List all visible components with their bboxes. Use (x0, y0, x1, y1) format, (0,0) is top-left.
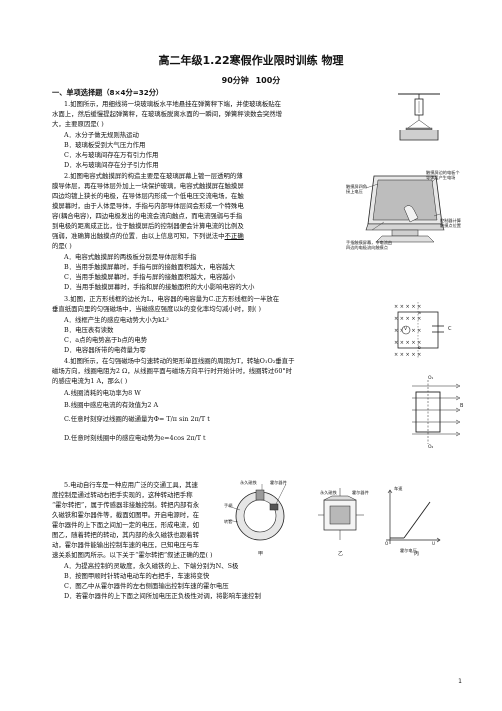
q3-point-b-label: b (418, 346, 421, 351)
svg-text:× × × × ×: × × × × × (394, 340, 421, 346)
exam-time: 90分钟 (221, 76, 249, 85)
q4-field-b-label: B (460, 403, 464, 409)
q3-capacitor-label: C (448, 326, 452, 332)
q5-label-jia: 甲 (258, 551, 264, 557)
q5-option-a: A．为提高控制的灵敏度，永久磁铁的上、下端分别为N、S极 (64, 562, 239, 570)
q5-option-d: D．若霍尔器件的上下面之间所加电压正负极性对调，将影响车速控制 (64, 592, 261, 600)
q2-label-screen: 触摸屏四角接上电压 (346, 184, 367, 194)
q1-option-a: A．水分子做无规则热运动 (64, 131, 139, 139)
q2-line-7: 强弱，准确算出触摸点的位置．由以上信息可知，下列说法中不正确 (52, 231, 244, 241)
q1-option-d: D．水与玻璃间存在分子引力作用 (64, 161, 159, 169)
q5-label-hall-yi: 霍尔器件 (352, 490, 369, 495)
q2-label-controller: 控制器计算触摸点位置 (440, 218, 461, 228)
q2-line-3: 四边均镀上狭长的电极，在导体层内形成一个低电压交流电场，在触 (52, 192, 244, 200)
svg-text:× × × × ×: × × × × × (394, 304, 421, 310)
q5-label-hall-voltage: 霍尔电压 (400, 548, 417, 553)
q5-option-c: C．图乙中从霍尔器件的左右侧面输出控制车速的霍尔电压 (64, 582, 229, 590)
q5-label-origin: O (385, 541, 389, 546)
q5-label-yi: 乙 (338, 551, 344, 557)
q4-axis-o1-label: O₁ (428, 376, 434, 381)
q3-option-d: D．电容器所带的电荷量为零 (64, 346, 146, 354)
q4-option-d: D.任意时刻线圈中的感应电动势为e=4cos 2π/T t (64, 434, 206, 442)
q3-option-a: A．线框产生的感应电动势大小为kL² (64, 316, 169, 324)
q5-label-magnet: 永久磁铁 (240, 480, 257, 485)
q2-option-b: B．当用手触摸屏幕时，手指与屏的接触面积越大，电容越大 (64, 263, 235, 271)
q5-label-bing: 丙 (414, 551, 420, 557)
q4-option-b: B.线圈中感应电流的有效值为2 A (64, 401, 159, 409)
q4-line-3: 的感应电流为1 A，那么( ) (52, 377, 128, 385)
q1-line-1: 1.如图所示，用细线将一块玻璃板水平地悬挂在弹簧秤下端，并使玻璃板贴在 (64, 100, 281, 108)
q2-line-7-text: 强弱，准确算出触摸点的位置．由以上信息可知，下列说法中 (52, 232, 225, 240)
q2-line-4: 摸屏幕时，由于人体是导体，手指与内部导体层间会形成一个特殊电 (52, 202, 244, 210)
svg-text:× × × × ×: × × × × × (394, 352, 421, 358)
section-heading: 一、单项选择题（8×4分=32分） (52, 88, 164, 97)
q1-option-b: B．玻璃板受到大气压力作用 (64, 141, 146, 149)
q1-line-2: 水面上，然后缓慢提起弹簧秤，在玻璃板脱离水面的一瞬间，弹簧秤读数会突然增 (52, 110, 283, 118)
q5-label-handle: 手柄 (224, 503, 233, 508)
q3-figure: × × × × × × × × × × × × × × × × × × × × … (392, 300, 462, 358)
q5-label-speed: 车速 (394, 486, 403, 491)
q3-line-1: 3.如图，正方形线框的边长为L，电容器的电容量为C.正方形线框的一半放在 (64, 295, 280, 303)
q2-option-a: A．电容式触摸屏的两极板分别是导体层和手指 (64, 253, 197, 261)
q1-figure (394, 92, 444, 142)
q2-label-electrode: 触摸屏边的电板个导体层产生电场 (426, 170, 460, 180)
q1-option-c: C．水与玻璃间存在万有引力作用 (64, 151, 159, 159)
q2-option-d: D．当用手触摸屏幕时，手指和屏的接触面积的大小影响电容的大小 (64, 283, 255, 291)
q3-point-a-label: a (418, 311, 421, 316)
q4-option-c: C.任意时刻穿过线圈的磁通量为Φ= T/π sin 2π/T t (64, 415, 210, 423)
q5-label-magnet-yi: 永久磁铁 (320, 490, 337, 495)
page-title: 高二年级1.22寒假作业限时训练 物理 (158, 54, 344, 67)
q5-line-7: 动，霍尔器件能输出控制车速的电压，已知电压与车 (52, 541, 199, 549)
q5-option-b: B．按图甲顺时针转动电动车的右把手，车速将变快 (64, 572, 210, 580)
q5-line-1: 5.电动自行车是一种应用广泛的交通工具，其速 (64, 481, 198, 489)
exam-meta: 90分钟 100分 (0, 75, 502, 86)
q3-option-b: B．电压表有读数 (64, 326, 114, 334)
q2-line-5: 容(耦合电容)，四边电极发出的电流会流向触点，而电流强弱与手指 (52, 212, 243, 220)
q5-line-3: “霍尔转把”，属于传感器非接触控制。转把内部有永 (52, 501, 200, 509)
q3-option-c: C．a点的电势高于b点的电势 (64, 336, 148, 344)
q2-line-2: 膜导体层，再在导体层外加上一块保护玻璃，电容式触摸屏在触摸屏 (52, 182, 244, 190)
q3-line-2: 垂直纸面向里的匀强磁场中，当磁感应强度以k的变化率均匀减小时，则( ) (52, 305, 261, 313)
q5-line-8: 速关系如图丙所示。以下关于“霍尔转把”叙述正确的是( ) (52, 551, 213, 559)
exam-score: 100分 (255, 76, 281, 85)
q4-option-a: A.线圈消耗的电功率为8 W (64, 389, 141, 397)
q5-line-2: 度控制是通过转动右把手实现的，这种转动把手称 (52, 491, 193, 499)
q4-figure (404, 380, 464, 446)
q2-figure (344, 168, 460, 250)
q5-figure (226, 476, 448, 558)
q2-option-c: C．当用手触摸屏幕时，手指与屏的接触面积越大，电容越小 (64, 273, 236, 281)
svg-text:× × × × ×: × × × × × (394, 316, 421, 322)
q5-label-u: U (432, 541, 436, 546)
q5-label-hall: 霍尔器件 (270, 480, 287, 485)
q3-voltmeter-label: V (404, 327, 408, 332)
q1-line-3: 大，主要原因是( ) (52, 120, 104, 128)
q5-line-5: 霍尔器件的上下面之间加一定的电压，形成电流，如 (52, 521, 199, 529)
q4-line-2: 磁场方向，线圈电阻为2 Ω，从线圈平面与磁场方向平行时开始计时，线圈转过60°时 (52, 367, 293, 375)
q5-line-4: 久磁铁和霍尔器件等，截面如图甲。开启电源时，在 (52, 511, 199, 519)
q2-negation-underlined: 不正确 (224, 232, 244, 240)
q4-line-1: 4.如图所示，在匀强磁场中匀速转动的矩形单匝线圈的周期为T，转轴O₁O₂垂直于 (64, 357, 295, 365)
q2-label-finger: 手指触摸屏幕，令电流由四边的电极流向触摸点 (346, 240, 393, 250)
q2-line-8: 的是( ) (52, 242, 72, 250)
q4-axis-o2-label: O₂ (428, 445, 434, 450)
q2-line-1: 2.如图电容式触摸屏的构造主要是在玻璃屏幕上镀一层透明的薄 (64, 172, 243, 180)
q5-label-sleeve: 转套 (224, 519, 233, 524)
q5-line-6: 图乙，随着转把的转动，其内部的永久磁铁也跟着转 (52, 531, 199, 539)
page-number: 1 (458, 678, 462, 685)
q2-line-6: 到电极的距离成正比，位于触摸屏后的控制器便会计算电流的比例及 (52, 222, 244, 230)
